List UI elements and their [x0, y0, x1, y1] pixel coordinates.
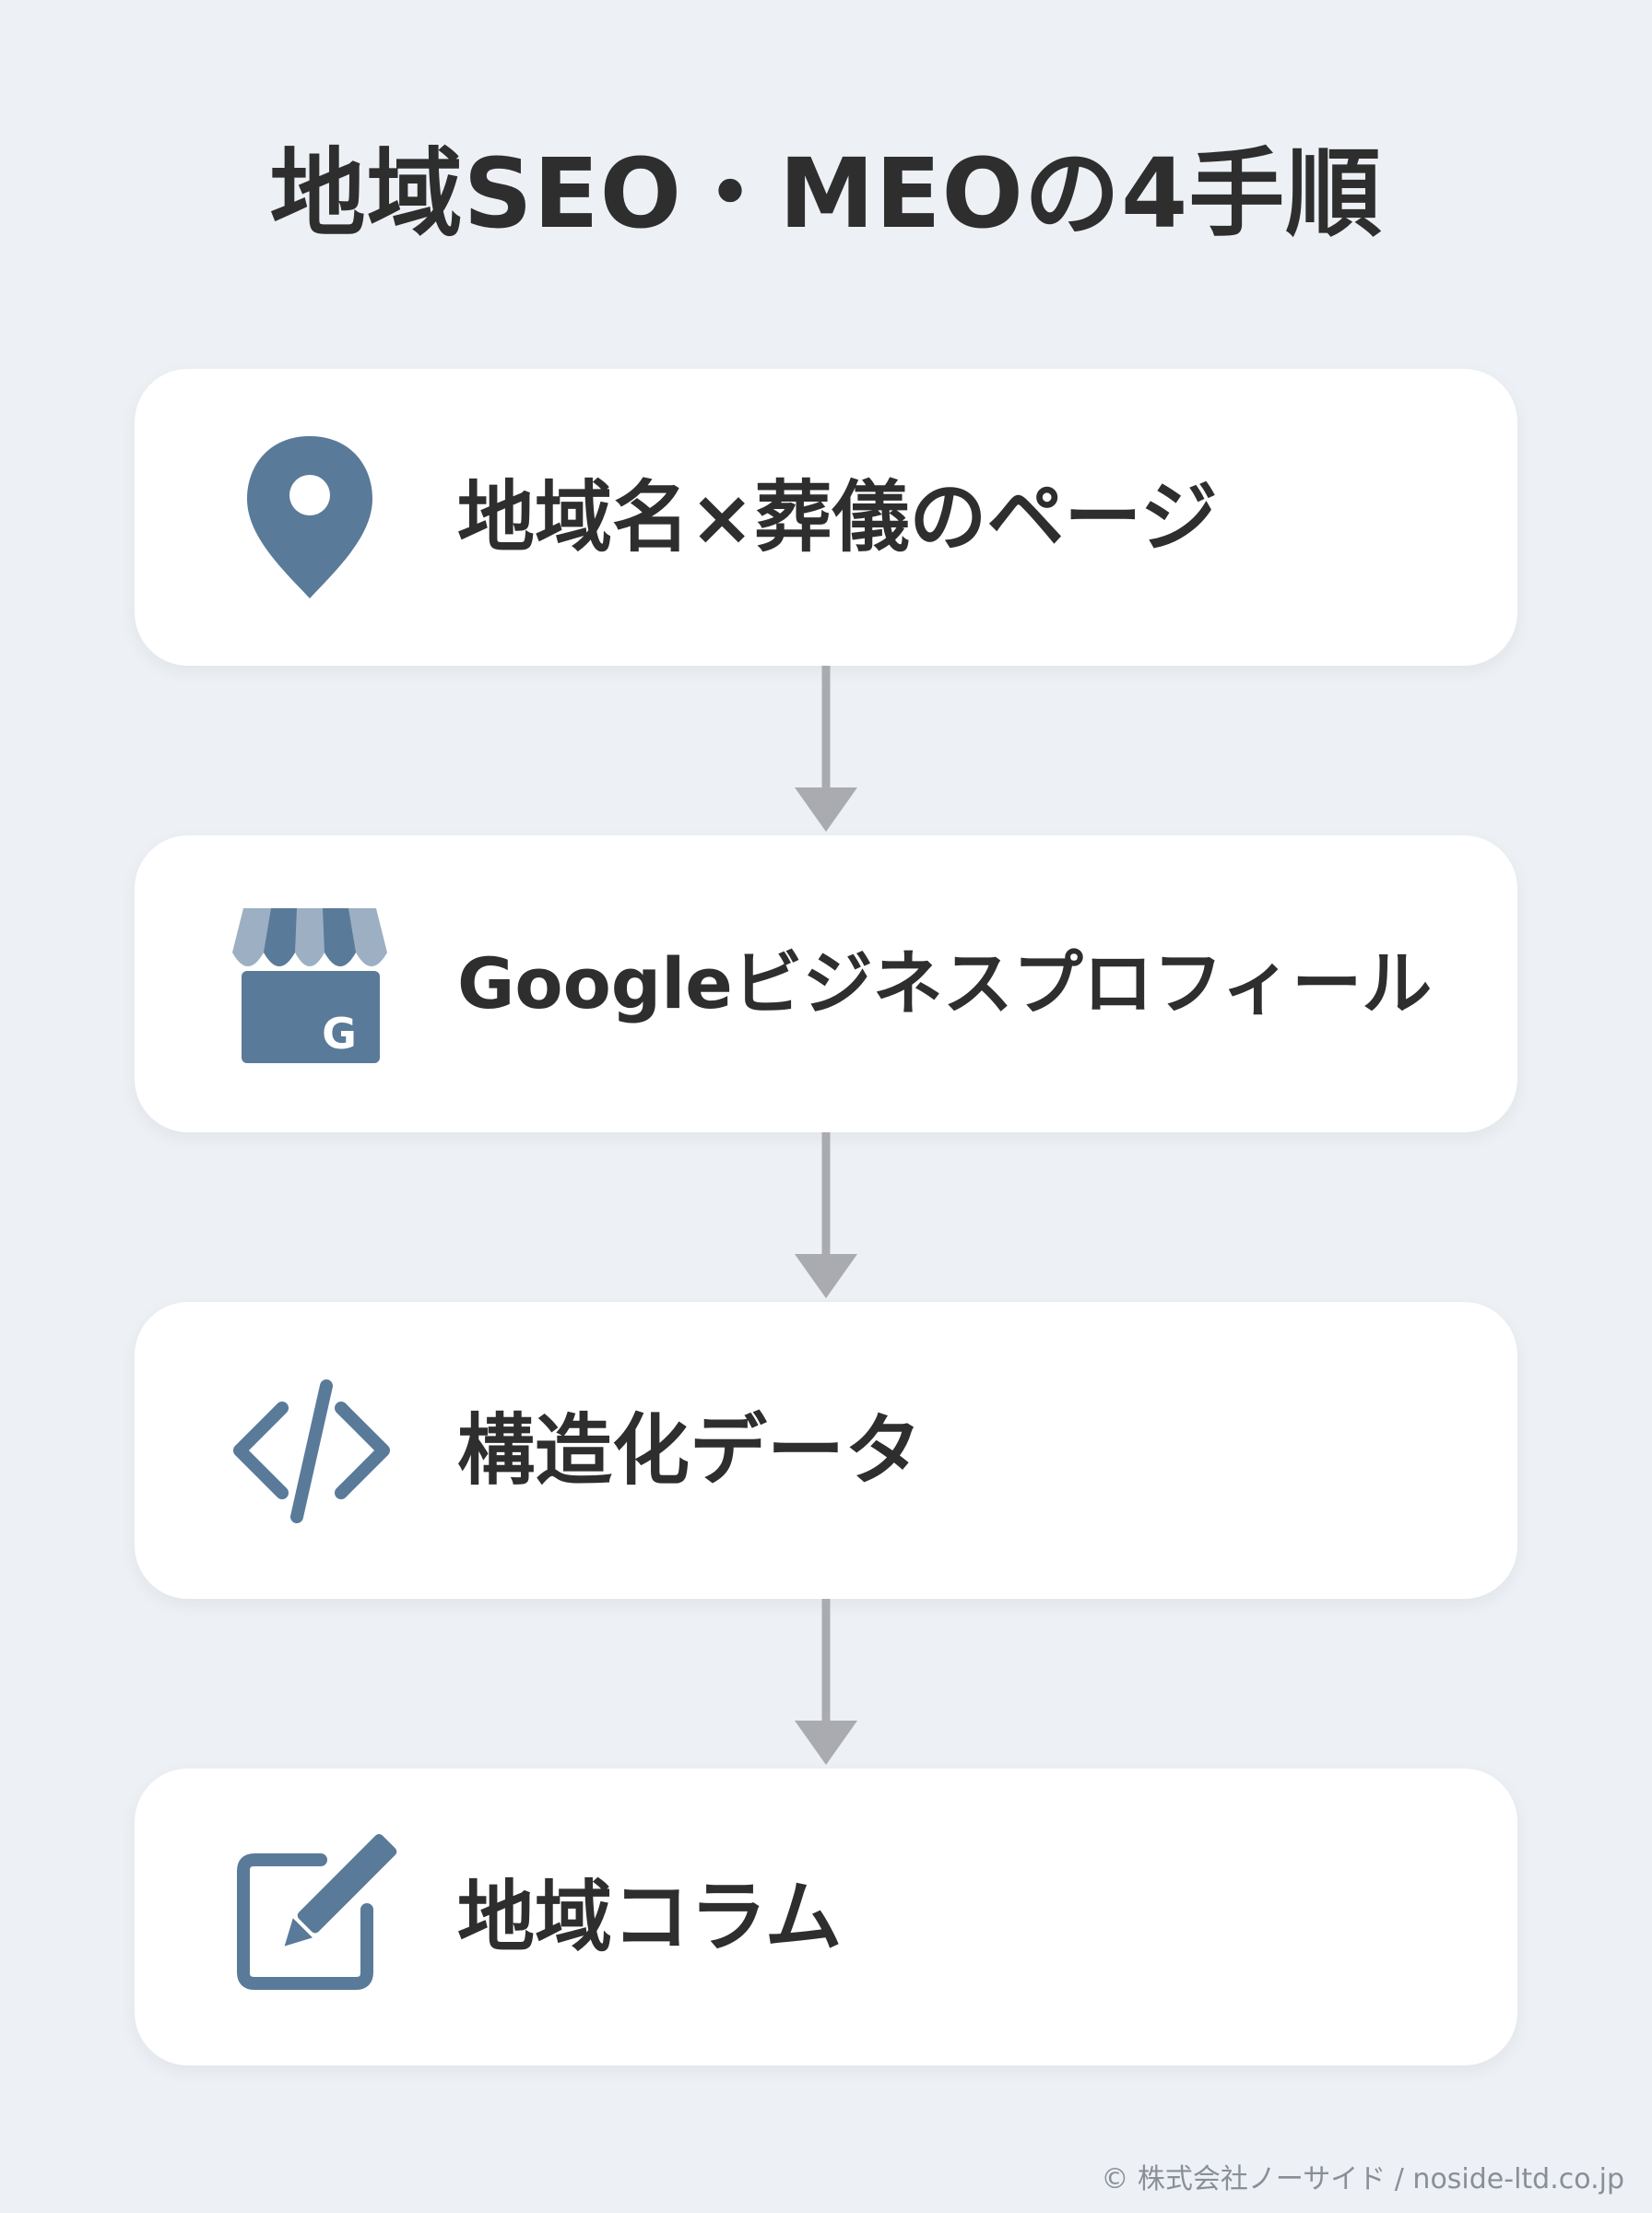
- edit-pencil-icon: [218, 1825, 402, 2009]
- step-card-local-column: 地域コラム: [135, 1769, 1517, 2065]
- copyright-footer: © 株式会社ノーサイド / noside-ltd.co.jp: [1101, 2163, 1624, 2195]
- code-brackets-icon: [218, 1358, 402, 1543]
- step-label: Googleビジネスプロフィール: [457, 942, 1433, 1024]
- map-pin-icon: [218, 425, 402, 609]
- step-label: 構造化データ: [457, 1405, 923, 1496]
- step-card-google-business-profile: G Googleビジネスプロフィール: [135, 835, 1517, 1132]
- step-label: 地域コラム: [457, 1872, 843, 1962]
- step-card-local-page: 地域名×葬儀のページ: [135, 369, 1517, 666]
- google-business-store-icon: G: [218, 892, 402, 1076]
- diagram-title: 地域SEO・MEOの4手順: [269, 137, 1383, 250]
- step-label: 地域名×葬儀のページ: [457, 472, 1218, 562]
- flow-arrow: [789, 1599, 863, 1770]
- flow-arrow: [789, 666, 863, 837]
- google-g-letter: G: [322, 1009, 357, 1059]
- step-card-structured-data: 構造化データ: [135, 1302, 1517, 1599]
- flow-arrow: [789, 1132, 863, 1304]
